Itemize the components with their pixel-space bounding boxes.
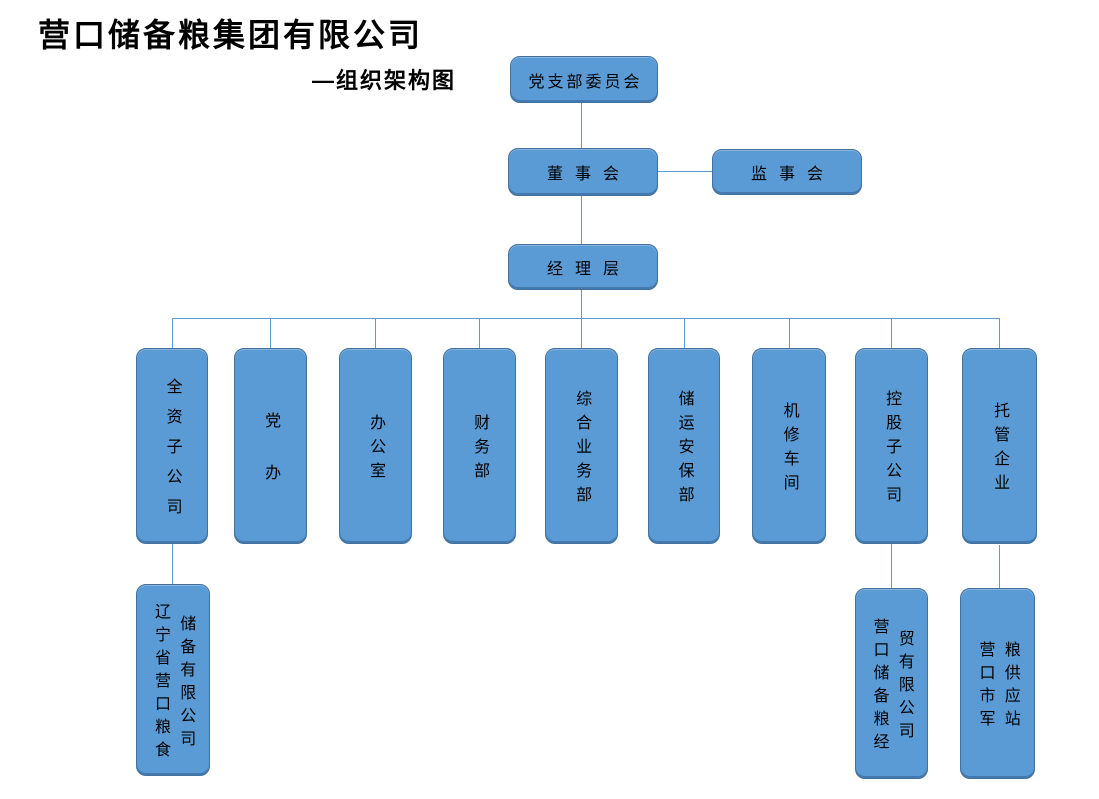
connector-party-to-board	[581, 103, 582, 148]
org-box-label-column: 营口储备粮经	[870, 618, 888, 756]
connector-stub-dept-2	[375, 318, 376, 348]
connector-stub-dept-1	[270, 318, 271, 348]
org-box-label-column: 储备有限公司	[177, 614, 195, 753]
org-box-holding-subsidiary: 控股子公司	[855, 348, 928, 544]
connector-bus	[172, 318, 1000, 319]
connector-stub-dept-3	[479, 318, 480, 348]
org-box-label-column: 粮供应站	[1001, 641, 1019, 733]
org-box-label-column: 营口市军	[976, 641, 994, 733]
org-box-label: 综合业务部	[573, 390, 591, 510]
connector-stub-dept-0	[172, 318, 173, 348]
org-box-yingkou-military-grain-supply-station: 营口市军 粮供应站	[960, 588, 1035, 779]
org-box-label: 办公室	[367, 414, 385, 486]
org-box-label: 托管企业	[991, 402, 1009, 498]
org-box-yingkou-grain-reserve-trade-co: 营口储备粮经 贸有限公司	[855, 588, 928, 779]
org-box-party-office: 党办	[234, 348, 307, 544]
org-box-storage-transport-security-dept: 储运安保部	[648, 348, 720, 544]
connector-stub-dept-4	[581, 318, 582, 348]
connector-stub-dept-8	[999, 318, 1000, 348]
connector-dept0-to-sub0	[172, 541, 173, 584]
org-box-label: 党支部委员会	[528, 73, 643, 91]
connector-stub-dept-5	[684, 318, 685, 348]
org-box-party-branch-committee: 党支部委员会	[510, 56, 658, 103]
org-box-label: 财务部	[471, 414, 489, 486]
org-box-label: 储运安保部	[675, 390, 693, 510]
org-box-label: 监事会	[750, 166, 835, 183]
org-box-machine-repair-workshop: 机修车间	[752, 348, 826, 544]
org-box-label: 机修车间	[780, 402, 798, 498]
org-box-label-column: 贸有限公司	[895, 629, 913, 745]
org-box-comprehensive-business-dept: 综合业务部	[545, 348, 618, 544]
connector-stub-dept-7	[891, 318, 892, 348]
connector-board-to-supervisory	[658, 171, 712, 172]
org-box-wholly-owned-subsidiary: 全资子公司	[136, 348, 208, 544]
org-box-liaoning-yingkou-grain-reserve-co: 辽宁省营口粮食 储备有限公司	[136, 584, 210, 776]
vertical-text-columns: 辽宁省营口粮食 储备有限公司	[151, 603, 195, 764]
org-box-label: 党办	[262, 412, 280, 516]
org-box-finance-dept: 财务部	[443, 348, 516, 544]
org-box-general-office: 办公室	[339, 348, 412, 544]
vertical-text-columns: 营口储备粮经 贸有限公司	[869, 618, 913, 756]
connector-dept8-to-sub2	[999, 545, 1000, 588]
org-box-label: 董事会	[546, 166, 631, 183]
org-box-label: 控股子公司	[883, 390, 901, 510]
org-box-entrusted-enterprise: 托管企业	[962, 348, 1037, 544]
org-box-board-of-directors: 董事会	[508, 148, 658, 196]
connector-management-to-bus	[581, 290, 582, 318]
chart-subtitle: —组织架构图	[312, 68, 457, 93]
vertical-text-columns: 营口市军 粮供应站	[975, 641, 1019, 733]
connector-stub-dept-6	[789, 318, 790, 348]
company-title: 营口储备粮集团有限公司	[38, 17, 424, 53]
org-box-management-layer: 经理层	[508, 244, 658, 290]
org-box-label: 经理层	[546, 261, 631, 278]
org-box-label: 全资子公司	[163, 378, 181, 528]
org-box-label-column: 辽宁省营口粮食	[152, 603, 169, 764]
connector-dept7-to-sub1	[891, 544, 892, 588]
connector-board-to-management	[581, 196, 582, 244]
org-box-supervisory-board: 监事会	[712, 149, 862, 195]
